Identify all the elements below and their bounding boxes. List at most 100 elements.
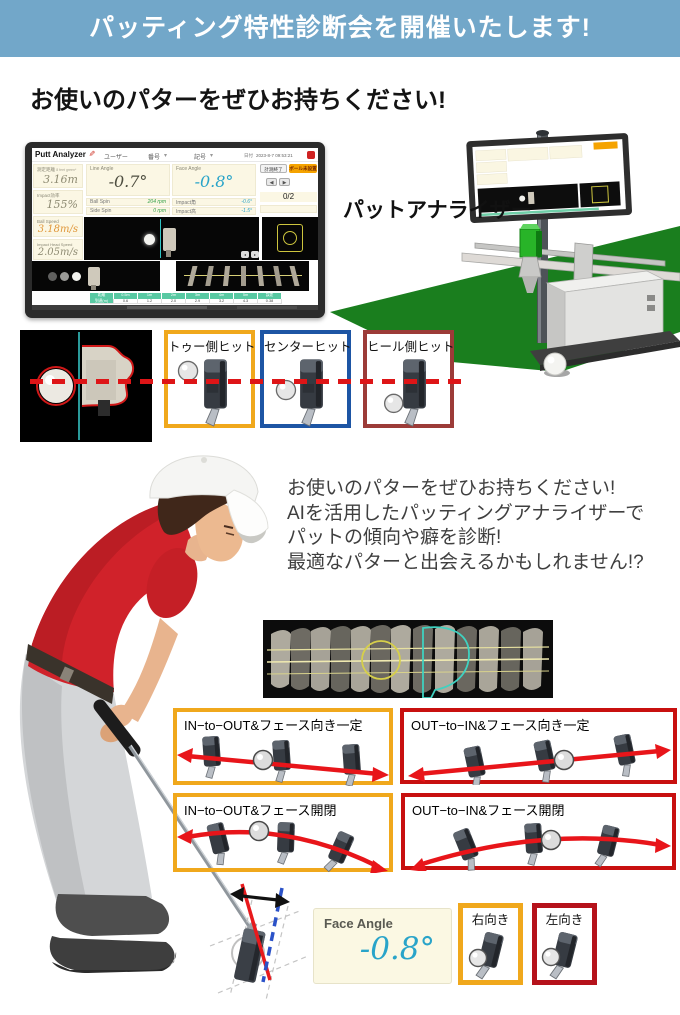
- hit-box-heel-label: ヒール側ヒット: [367, 340, 455, 354]
- stroke-box-label: IN−to−OUT&フェース開閉: [184, 803, 337, 818]
- putter-frame: [205, 266, 214, 286]
- ball-icon: [541, 947, 561, 967]
- analyzer-tabbar: [32, 305, 318, 310]
- table-header-cell: 距離: [90, 293, 114, 299]
- stroke-box-label: OUT−to−IN&フェース向き一定: [411, 718, 590, 733]
- side-spin-value: 0 rpm: [153, 208, 166, 214]
- app-logo-icon: [307, 151, 315, 159]
- putter-frame: [187, 266, 198, 286]
- metric-distance-label: 測定距離: [37, 167, 55, 172]
- metric-head-speed-value: 2.05m/s: [37, 247, 78, 258]
- promo-text: お使いのパターをぜひお持ちください! AIを活用したパッティングアナライザーで …: [287, 477, 644, 575]
- analyzer-number-menu[interactable]: 番号: [148, 155, 161, 161]
- direction-box-left: 左向き: [532, 903, 597, 985]
- ball-spin-value: 204 rpm: [147, 199, 166, 205]
- prev-button[interactable]: ◀: [266, 178, 277, 186]
- ball-image: [144, 234, 155, 245]
- chevron-down-icon: ▾: [164, 153, 168, 159]
- stroke-diagram: [177, 820, 388, 877]
- ball-spin-label: Ball Spin: [90, 199, 110, 205]
- putter-hosel-image: [166, 250, 171, 257]
- promo-line: 最適なパターと出会えるかもしれません!?: [287, 551, 644, 573]
- table-value-cell: 到達(m): [90, 298, 114, 304]
- pencil-icon: ✎: [86, 150, 96, 157]
- analyzer-device-illustration: [330, 130, 680, 377]
- impact-height-value: -1.5°: [241, 208, 252, 214]
- table-value-cell: 3.2: [210, 298, 234, 304]
- side-spin-label: Side Spin: [90, 208, 112, 214]
- analyzer-date-value: 2023-8-7 09:53:21: [256, 153, 293, 158]
- putter-frame: [222, 266, 231, 286]
- impact-angle-label: Impact角: [176, 200, 197, 206]
- face-angle-value: -0.8°: [194, 172, 234, 191]
- golfer-illustration: [19, 455, 309, 1001]
- ball-icon: [252, 749, 274, 771]
- metric-head-speed: Impact Head Speed 2.05m/s: [33, 239, 83, 260]
- center-hit-diagram: [275, 358, 324, 427]
- page-title: お使いのパターをぜひお持ちください!: [30, 87, 446, 114]
- stroke-diagram: [177, 735, 389, 788]
- side-video-panel: [32, 261, 160, 291]
- stroke-diagram: [408, 732, 671, 791]
- face-angle-result-label: Face Angle: [324, 916, 393, 931]
- ball-icon: [383, 393, 404, 414]
- analyzer-user-menu[interactable]: ユーザー: [104, 155, 128, 161]
- line-angle-panel: Line Angle -0.7°: [86, 164, 170, 196]
- analyzer-club-menu[interactable]: 記号: [194, 155, 207, 161]
- impact-line: [30, 379, 462, 384]
- table-value-cell: 1.2: [138, 298, 162, 304]
- next-button[interactable]: ▶: [279, 178, 290, 186]
- putter-frame: [256, 266, 265, 286]
- direction-diagram-right: [468, 930, 505, 983]
- tab-segment[interactable]: [127, 306, 207, 309]
- face-angle-label: Face Angle: [176, 166, 202, 172]
- impact-closeup-art: [20, 330, 152, 442]
- ball-icon: [248, 820, 270, 842]
- metric-head-speed-label: Impact Head Speed: [37, 242, 73, 247]
- direction-box-left-label: 左向き: [545, 913, 584, 927]
- angle-arrow: [241, 894, 279, 902]
- device-base: [530, 270, 680, 371]
- banner: パッティング特性診断会を開催いたします!: [0, 0, 680, 57]
- club-grip: [93, 699, 141, 757]
- putter-frame: [289, 266, 300, 286]
- result-table: 距離 0.5m 1m 2m 3m 4m 5m 誤差 到達(m) 0.6 1.2 …: [90, 293, 282, 304]
- heel-hit-diagram: [383, 358, 427, 427]
- ball-icon: [468, 948, 488, 968]
- promo-line: お使いのパターをぜひお持ちください!: [287, 478, 616, 499]
- promo-line: AIを活用したパッティングアナライザーで: [287, 502, 645, 524]
- table-value-cell: 4.3: [234, 298, 258, 304]
- metric-impact-eff-label: Impact効率: [37, 193, 60, 198]
- table-header-cell: 2m: [162, 293, 186, 299]
- line-angle-label: Line Angle: [90, 166, 114, 172]
- table-value-cell: 2.0: [162, 298, 186, 304]
- putter-hosel-image: [91, 285, 96, 290]
- table-header-cell: 1m: [138, 293, 162, 299]
- video-prev-button[interactable]: ◂: [241, 251, 249, 258]
- shoe: [49, 936, 175, 972]
- finish-button[interactable]: 計測終了: [260, 164, 287, 173]
- chevron-down-icon: ▾: [210, 153, 214, 159]
- shirt: [28, 503, 192, 692]
- face-angle-panel: Face Angle -0.8°: [172, 164, 256, 196]
- stroke-box-out-in-constant: OUT−to−IN&フェース向き一定: [400, 708, 677, 791]
- tab-segment[interactable]: [237, 306, 297, 309]
- side-spin-cell: Side Spin 0 rpm: [86, 207, 170, 215]
- table-value-cell: 2.9: [186, 298, 210, 304]
- golf-ball: [543, 352, 570, 377]
- ball-status-button[interactable]: ボール未設置: [289, 164, 317, 173]
- stroke-box-in-out-constant: IN−to−OUT&フェース向き一定: [173, 708, 393, 788]
- toe-hit-diagram: [177, 358, 228, 427]
- ball-icon: [540, 829, 562, 851]
- status-strip: [260, 205, 317, 213]
- putter-frame: [241, 266, 246, 286]
- target-circle: [283, 231, 297, 245]
- device-monitor: [466, 133, 632, 224]
- video-next-button[interactable]: ▸: [251, 251, 259, 258]
- analyzer-date-label: 日付: [244, 153, 253, 158]
- shot-count: 0/2: [260, 192, 317, 202]
- banner-title: パッティング特性診断会を開催いたします!: [89, 14, 591, 42]
- ball-icon: [553, 749, 575, 771]
- main-video-panel: ◂ ▸: [84, 217, 259, 260]
- impact-height-cell: Impact高 -1.5°: [172, 207, 256, 215]
